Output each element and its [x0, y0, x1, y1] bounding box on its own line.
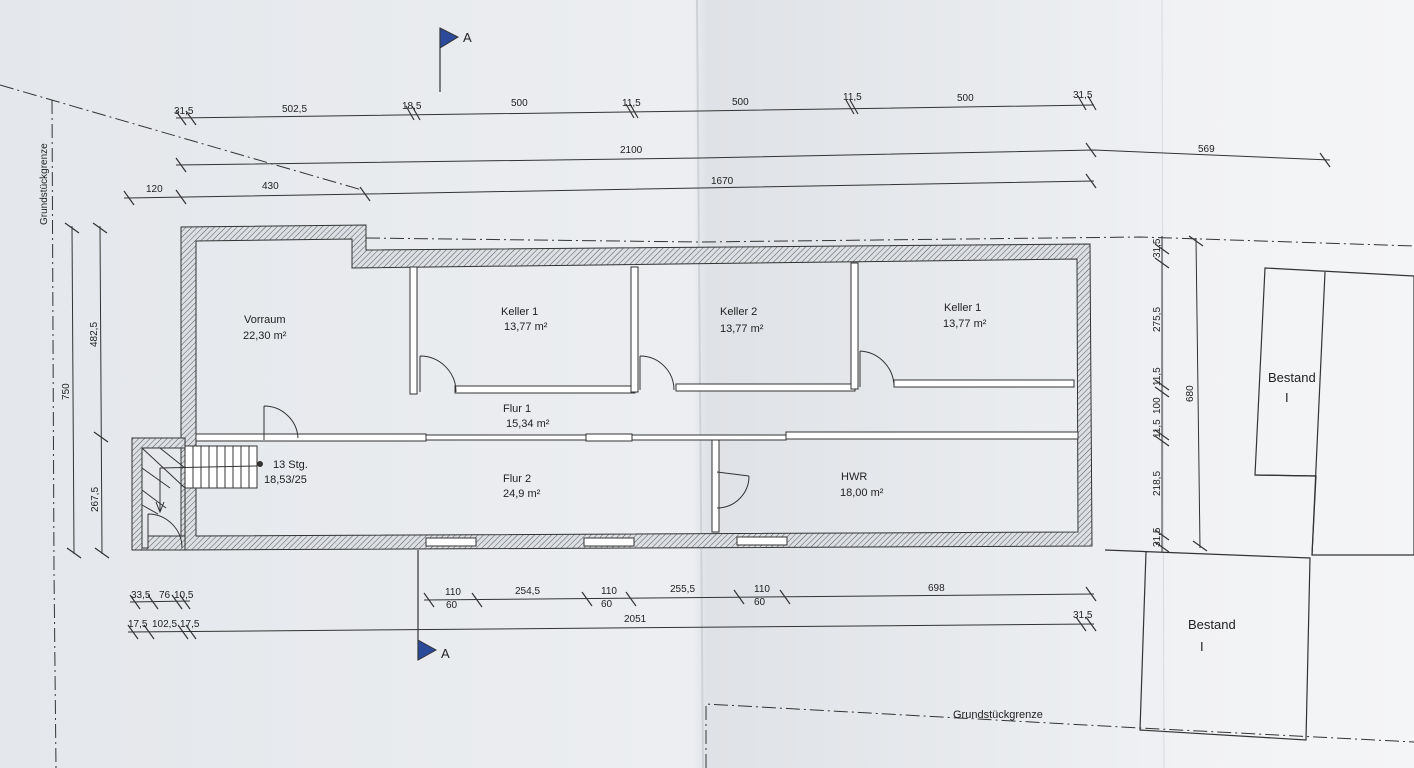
dimension-chain-left-outer: 750 [61, 222, 82, 559]
room-area-keller-1-east: 13,77 m² [943, 318, 987, 330]
dim-label: 2100 [620, 145, 643, 156]
dim-label: 18,5 [402, 101, 422, 112]
dimension-chain-bottom-1: 33,5 76 10,5 110 254,5 110 255,5 110 698… [129, 583, 1097, 611]
dim-label: 750 [61, 383, 72, 400]
boundary-label-bottom: Grundstückgrenze [953, 709, 1043, 721]
dim-label: 255,5 [670, 584, 695, 595]
dim-label: 500 [732, 97, 749, 108]
existing-building-bottom [1104, 549, 1311, 741]
dim-label: 11,5 [843, 92, 862, 103]
dimension-chain-bottom-2: 17,5 102,5 17,5 2051 31,5 [127, 610, 1097, 640]
room-area-vorraum: 22,30 m² [243, 330, 287, 342]
room-name-keller-1: Keller 1 [501, 306, 538, 318]
dim-label: 698 [928, 583, 945, 594]
dim-label: 500 [511, 98, 528, 109]
dim-label: 76 [159, 590, 171, 601]
dim-label: 1670 [711, 176, 734, 187]
room-area-keller-1: 13,77 m² [504, 321, 548, 333]
dim-label: 569 [1198, 144, 1215, 155]
section-marker-label-bottom: A [441, 646, 450, 661]
dimension-chain-top-1: 31,5 502,5 18,5 500 11,5 500 11,5 500 31… [174, 90, 1097, 126]
dim-label: 2051 [624, 614, 647, 625]
dim-label: 110 [601, 586, 617, 597]
dim-label: 275,5 [1152, 307, 1163, 332]
dim-label: 11,5 [1152, 367, 1163, 386]
dimension-chain-left-inner: 482,5 267,5 [89, 222, 110, 559]
existing-building-numeral: I [1200, 639, 1204, 654]
dim-label: 482,5 [89, 322, 100, 347]
room-name-vorraum: Vorraum [244, 314, 286, 326]
dim-label: 267,5 [90, 487, 101, 512]
existing-building-label: Bestand [1188, 617, 1236, 632]
property-boundary [0, 84, 1414, 768]
dim-label: 60 [754, 597, 766, 608]
room-area-keller-2: 13,77 m² [720, 323, 764, 335]
room-name-hwr: HWR [841, 471, 867, 483]
dimension-chain-top-2: 2100 569 [175, 142, 1331, 173]
dim-label: 31,5 [1073, 610, 1093, 621]
door-swings [147, 350, 895, 549]
existing-building-numeral: I [1285, 390, 1289, 405]
section-marker-top [439, 27, 460, 92]
dim-label: 31,5 [1152, 527, 1163, 547]
room-area-flur-2: 24,9 m² [503, 488, 541, 500]
existing-building-label: Bestand [1268, 370, 1316, 385]
dim-label: 430 [262, 181, 279, 192]
dim-label: 11,5 [1152, 419, 1163, 438]
staircase [141, 445, 263, 515]
interior-walls [195, 262, 1079, 547]
section-marker-bottom [417, 550, 438, 661]
existing-building-top [1254, 267, 1414, 556]
dim-label: 110 [754, 584, 770, 595]
dimension-chain-top-3: 120 430 1670 [123, 173, 1097, 206]
room-name-flur-1: Flur 1 [503, 403, 531, 415]
dim-label: 31,5 [174, 106, 194, 117]
dimension-chain-right-outer: 680 [1185, 235, 1208, 552]
dim-label: 60 [446, 600, 458, 611]
room-area-hwr: 18,00 m² [840, 487, 884, 499]
dim-label: 500 [957, 93, 974, 104]
room-name-flur-2: Flur 2 [503, 473, 531, 485]
dim-label: 17,5 [128, 619, 148, 630]
dim-label: 110 [445, 587, 461, 598]
dim-label: 120 [146, 184, 163, 195]
paper-fold [1161, 0, 1165, 768]
dim-label: 31,5 [1073, 90, 1093, 101]
room-name-keller-2: Keller 2 [720, 306, 757, 318]
dimension-chain-right-inner: 31,5 275,5 11,5 100 11,5 218,5 31,5 [1152, 236, 1170, 553]
dim-label: 11,5 [622, 98, 641, 109]
room-name-keller-1-east: Keller 1 [944, 302, 981, 314]
dim-label: 60 [601, 599, 613, 610]
dim-label: 100 [1152, 397, 1163, 414]
dim-label: 254,5 [515, 586, 540, 597]
stair-ratio-label: 18,53/25 [264, 474, 307, 486]
room-area-flur-1: 15,34 m² [506, 418, 550, 430]
dim-label: 680 [1185, 385, 1196, 402]
dim-label: 17,5 [180, 619, 200, 630]
stair-steps-label: 13 Stg. [273, 459, 308, 471]
dim-label: 102,5 [152, 619, 177, 630]
dim-label: 502,5 [282, 104, 307, 115]
dim-label: 218,5 [1152, 471, 1163, 496]
dim-label: 10,5 [174, 590, 194, 601]
boundary-label-left: Grundstückgrenze [39, 143, 50, 225]
dim-label: 33,5 [131, 590, 151, 601]
section-marker-label-top: A [463, 30, 472, 45]
dim-label: 31,5 [1152, 238, 1163, 258]
